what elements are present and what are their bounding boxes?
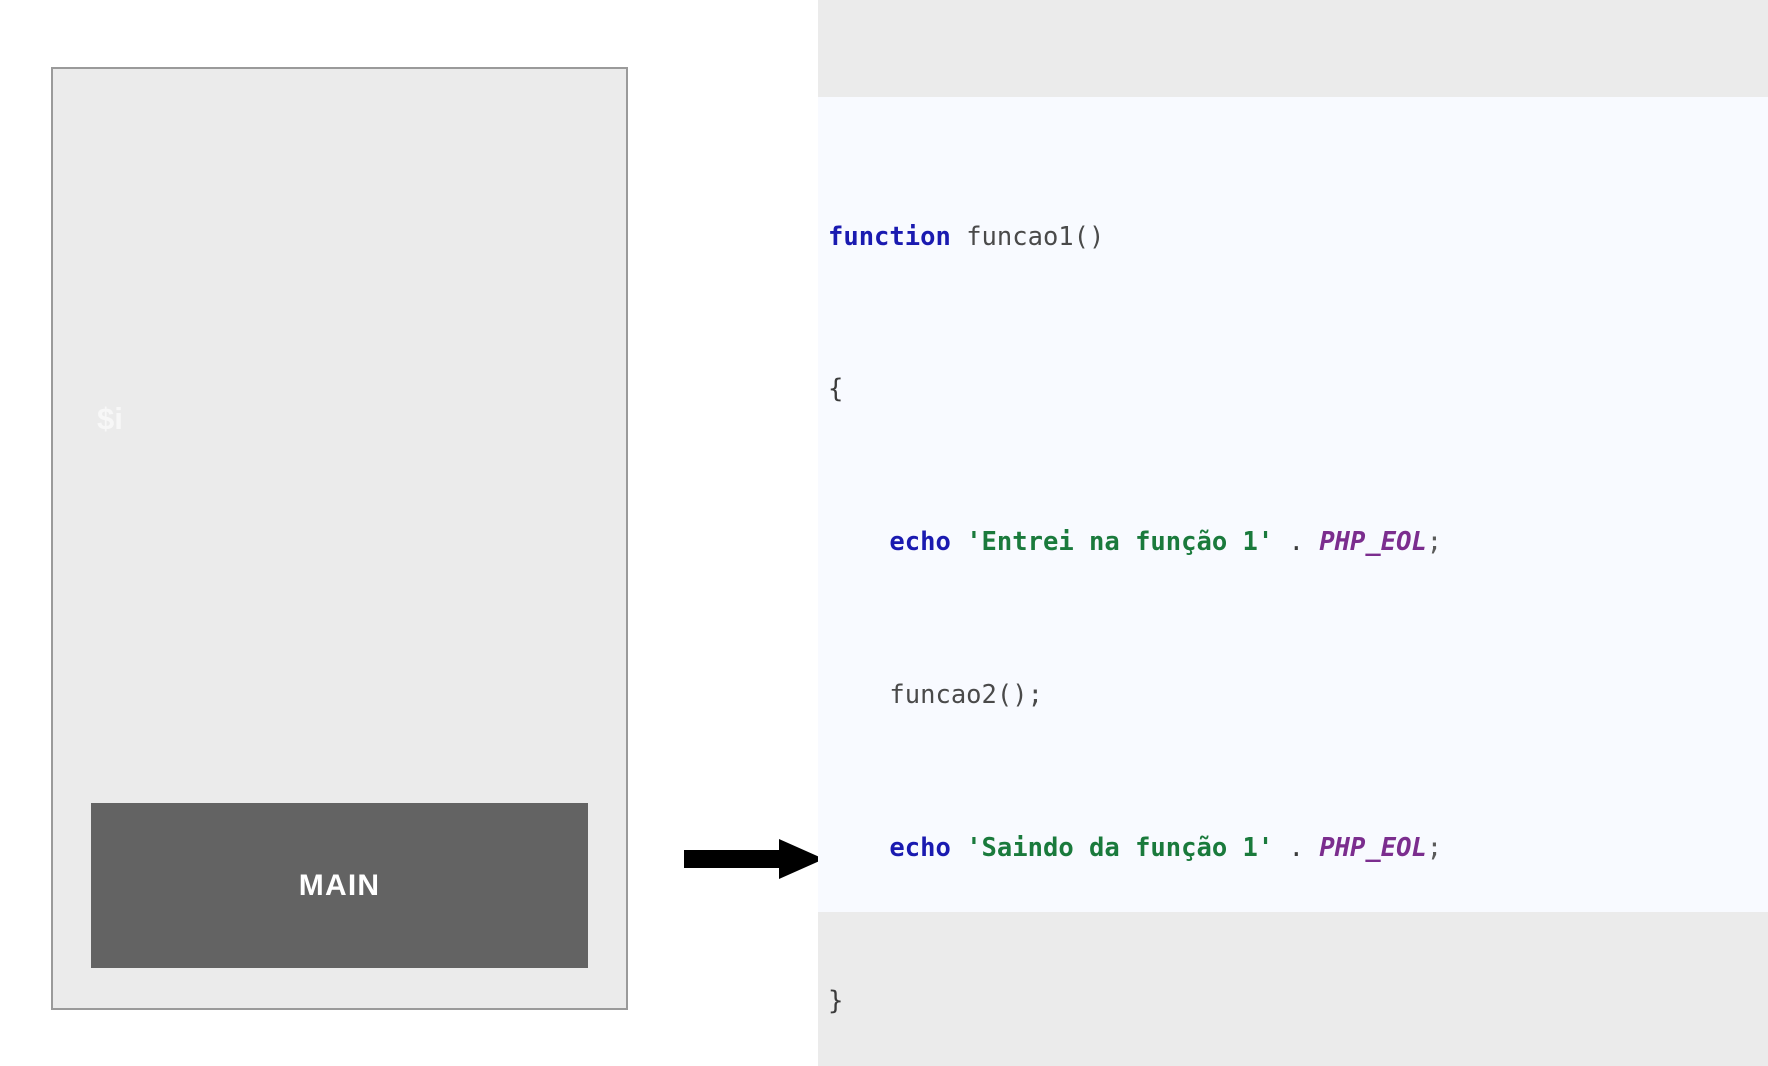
code-line-5: echo 'Saindo da função 1' . PHP_EOL;: [818, 829, 1768, 867]
keyword-echo: echo: [889, 832, 951, 863]
operator-concat: .: [1288, 527, 1304, 558]
code-line-4: funcao2();: [818, 676, 1768, 714]
string-saindo-1: 'Saindo da função 1': [966, 832, 1274, 863]
brace-close: }: [828, 985, 844, 1016]
code-line-3: echo 'Entrei na função 1' . PHP_EOL;: [818, 523, 1768, 561]
code-surface: [818, 97, 1768, 912]
function-name-funcao1: funcao1(): [966, 221, 1105, 252]
semicolon: ;: [1426, 527, 1443, 558]
stack-frame-main-label: MAIN: [298, 868, 381, 902]
brace-open: {: [828, 374, 844, 405]
function-call-funcao2: funcao2();: [889, 680, 1043, 710]
code-line-1: function funcao1(): [818, 218, 1768, 256]
stack-variable-label: $i: [97, 401, 123, 436]
code-panel: function funcao1() { echo 'Entrei na fun…: [818, 0, 1768, 1066]
string-entrei-1: 'Entrei na função 1': [966, 527, 1274, 558]
operator-concat: .: [1288, 832, 1304, 863]
code-listing[interactable]: function funcao1() { echo 'Entrei na fun…: [818, 97, 1768, 1066]
keyword-function: function: [828, 221, 951, 252]
constant-php-eol: PHP_EOL: [1319, 832, 1427, 863]
call-stack-panel: $i MAIN: [51, 67, 628, 1010]
keyword-echo: echo: [889, 527, 951, 558]
execution-pointer-arrow: [684, 839, 824, 879]
code-line-2: {: [818, 370, 1768, 408]
semicolon: ;: [1426, 832, 1443, 863]
code-line-6: }: [818, 982, 1768, 1020]
constant-php-eol: PHP_EOL: [1319, 527, 1427, 558]
stack-frame-main: MAIN: [91, 803, 588, 968]
